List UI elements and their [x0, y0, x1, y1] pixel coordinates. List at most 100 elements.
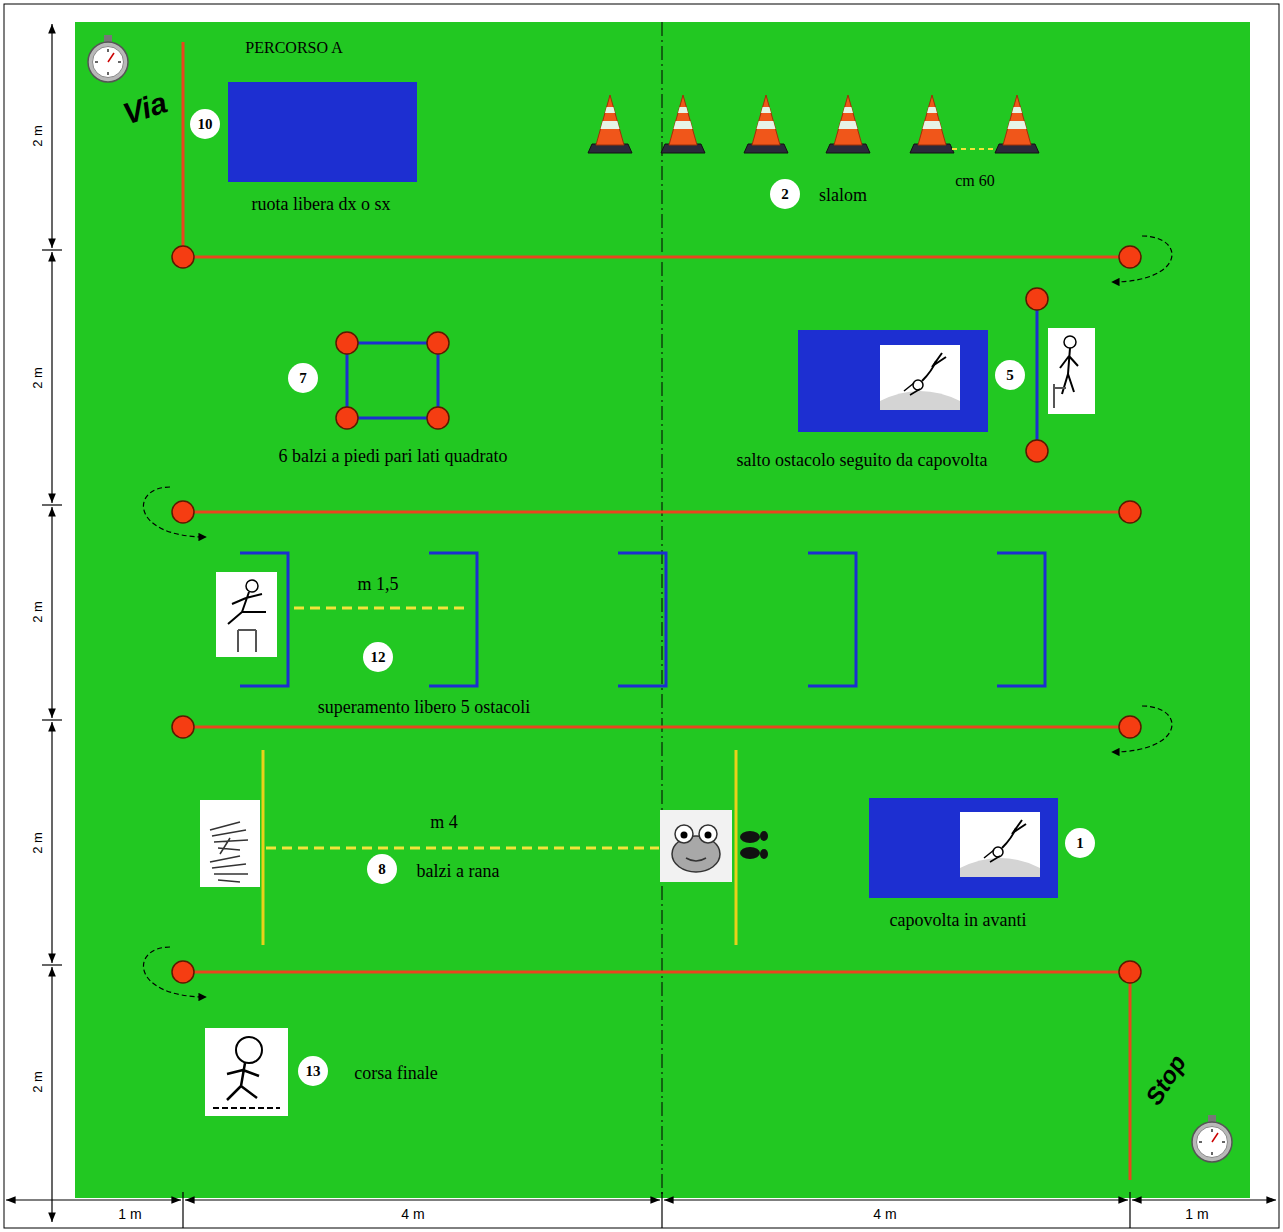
- jumper-picture: [1048, 328, 1095, 414]
- dimension-label: 2 m: [31, 832, 45, 854]
- runner-picture: [205, 1028, 288, 1116]
- hurdle-bracket: [240, 553, 1045, 686]
- bottom-dimension: [6, 1192, 1276, 1228]
- frog-picture: [660, 810, 732, 882]
- hurdler-picture: [216, 572, 277, 657]
- footprints: [740, 847, 760, 859]
- jump-square: [347, 343, 438, 418]
- station-label: corsa finale: [354, 1064, 437, 1084]
- stopwatch-icon: [88, 35, 128, 82]
- runner-picture: [236, 1037, 262, 1063]
- jump-square: [336, 332, 358, 354]
- left-dimension: [51, 24, 52, 248]
- turn-arrow: [1112, 236, 1172, 282]
- left-dimension: [42, 24, 62, 1222]
- hurdle-bar: [1036, 299, 1039, 451]
- footprints: [740, 831, 768, 859]
- station-label: salto ostacolo seguito da capovolta: [737, 451, 988, 471]
- slalom-cones: [995, 95, 1039, 153]
- dimension-label: 2 m: [31, 601, 45, 623]
- course-line: [183, 256, 1130, 259]
- hurdler-picture: [246, 580, 258, 592]
- dimension-label: 2 m: [31, 125, 45, 147]
- frog-picture: [660, 810, 732, 882]
- course-title: PERCORSO A: [245, 39, 342, 57]
- left-dimension: [51, 722, 52, 963]
- callout-number: 10: [190, 109, 220, 139]
- hurdler-picture: [228, 592, 266, 624]
- footprints: [740, 831, 760, 843]
- limit-line: [263, 750, 736, 945]
- bottom-dimension: [661, 1192, 662, 1228]
- station-label: superamento libero 5 ostacoli: [318, 698, 530, 718]
- turn-arrow: [1112, 706, 1172, 752]
- runner-picture: [213, 1107, 280, 1109]
- hurdle-bracket: [618, 553, 666, 686]
- slalom-cones: [661, 95, 705, 153]
- jumper-picture: [1064, 336, 1076, 348]
- callout-number: 2: [770, 179, 800, 209]
- stopwatch-icon: [1192, 1115, 1232, 1162]
- hurdle-bar: [1026, 288, 1048, 310]
- turn-arrow: [143, 487, 206, 537]
- hurdler-picture: [216, 572, 277, 657]
- hands-picture: [200, 800, 260, 887]
- slalom-cones: [588, 95, 632, 153]
- hurdle-bar: [1026, 440, 1048, 462]
- outer-frame: [4, 4, 1279, 1228]
- hands-picture: [200, 800, 260, 887]
- turn-arrow: [143, 947, 206, 997]
- distance-line: [294, 607, 470, 610]
- slalom-cones: [744, 95, 788, 153]
- dimension-label: 1 m: [118, 1207, 141, 1222]
- course-line: [182, 42, 185, 257]
- callout-text: 8: [378, 862, 386, 877]
- left-dimension: [42, 964, 62, 965]
- course-line: [183, 971, 1130, 974]
- station-label: balzi a rana: [417, 862, 500, 882]
- frog-picture: [705, 832, 712, 839]
- course-line: [1129, 972, 1132, 1180]
- course-dot: [172, 961, 194, 983]
- course-dot: [172, 246, 194, 268]
- callout-text: 12: [371, 650, 386, 665]
- left-dimension: [42, 504, 62, 505]
- station-label: slalom: [819, 186, 867, 206]
- callout-text: 10: [198, 117, 213, 132]
- gym-mat: [798, 330, 988, 432]
- callout-number: 1: [1065, 828, 1095, 858]
- hands-picture: [210, 856, 248, 882]
- dimension-label: 2 m: [31, 1071, 45, 1093]
- hurdle-bracket: [429, 553, 477, 686]
- hands-picture: [210, 822, 248, 854]
- center-axis: [662, 22, 663, 1198]
- callout-number: 8: [367, 854, 397, 884]
- left-dimension: [42, 719, 62, 720]
- frog-picture: [675, 825, 693, 843]
- course-dot: [1119, 961, 1141, 983]
- dimension-label: 1 m: [1185, 1207, 1208, 1222]
- dimension-label: 4 m: [401, 1207, 424, 1222]
- footprints: [760, 831, 768, 841]
- left-dimension: [51, 507, 52, 718]
- course-dot: [172, 716, 194, 738]
- distance-label: m 1,5: [357, 575, 398, 595]
- hurdle-bracket: [808, 553, 856, 686]
- course-line: [183, 511, 1130, 514]
- distance-label: cm 60: [955, 172, 995, 190]
- callout-number: 7: [288, 363, 318, 393]
- frog-picture: [686, 858, 706, 861]
- jumper-picture: [1048, 328, 1095, 414]
- roll-picture: [960, 812, 1040, 877]
- callout-text: 13: [306, 1064, 321, 1079]
- jump-square: [427, 332, 449, 354]
- dimension-label: 4 m: [873, 1207, 896, 1222]
- slalom-cones: [910, 95, 954, 153]
- callout-text: 7: [299, 371, 307, 386]
- runner-picture: [205, 1028, 288, 1116]
- hurdle-bracket: [997, 553, 1045, 686]
- callout-text: 1: [1076, 836, 1084, 851]
- left-dimension: [42, 249, 62, 250]
